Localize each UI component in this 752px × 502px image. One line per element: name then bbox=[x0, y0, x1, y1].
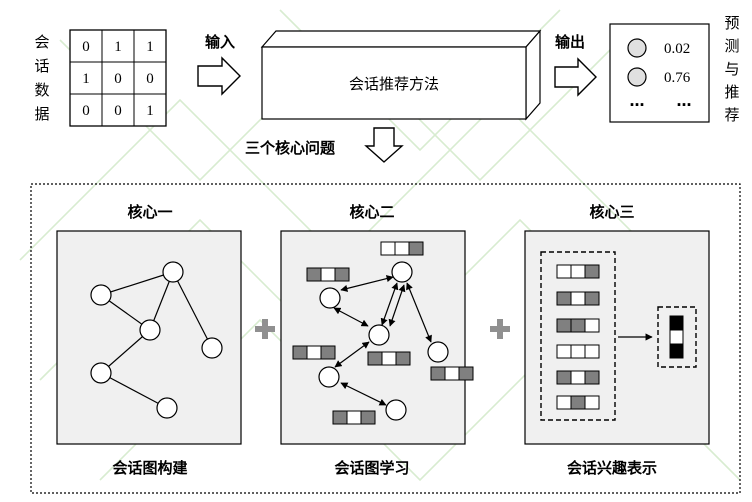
svg-text:数: 数 bbox=[34, 81, 49, 99]
matrix-cell: 1 bbox=[146, 103, 154, 119]
method-label: 会话推荐方法 bbox=[349, 75, 439, 93]
svg-text:与: 与 bbox=[724, 60, 739, 78]
prediction-value: 0.76 bbox=[664, 70, 691, 86]
matrix-cell: 0 bbox=[82, 39, 90, 55]
panel-caption-2: 会话图学习 bbox=[334, 459, 409, 477]
ellipsis: … bbox=[630, 92, 645, 110]
svg-text:话: 话 bbox=[34, 57, 49, 75]
graph-node bbox=[139, 319, 161, 341]
panel-interest-representation bbox=[524, 230, 710, 445]
svg-text:据: 据 bbox=[34, 105, 49, 123]
session-matrix: 0 1 1 1 0 0 0 0 1 bbox=[69, 29, 167, 127]
embedding-vector bbox=[556, 395, 600, 410]
prediction-box: 0.02 0.76 … … bbox=[609, 23, 710, 123]
down-arrow-icon bbox=[364, 127, 404, 163]
graph-node bbox=[90, 362, 112, 384]
svg-text:荐: 荐 bbox=[724, 106, 739, 124]
graph-node bbox=[156, 397, 178, 419]
matrix-cell: 1 bbox=[114, 39, 122, 55]
matrix-cell: 0 bbox=[114, 71, 122, 87]
embedding-vector bbox=[367, 351, 411, 366]
graph-node bbox=[318, 366, 340, 388]
graph-node bbox=[385, 399, 407, 421]
panel-title-1: 核心一 bbox=[127, 203, 172, 221]
graph-node bbox=[319, 287, 341, 309]
item-circle bbox=[627, 67, 647, 87]
matrix-cell: 0 bbox=[82, 103, 90, 119]
panel-caption-3: 会话兴趣表示 bbox=[567, 459, 657, 477]
graph-node bbox=[90, 284, 112, 306]
plus-icon bbox=[490, 319, 510, 339]
svg-text:会: 会 bbox=[34, 33, 49, 51]
graph-node bbox=[368, 324, 390, 346]
core-frame bbox=[30, 183, 741, 494]
session-data-label: 会 话 数 据 bbox=[34, 33, 49, 123]
ellipsis: … bbox=[677, 92, 692, 110]
session-interest-vector bbox=[669, 315, 684, 359]
output-arrow-icon bbox=[554, 57, 597, 97]
embedding-vector bbox=[556, 264, 600, 279]
panel-caption-1: 会话图构建 bbox=[112, 459, 188, 477]
embedding-vector bbox=[556, 370, 600, 385]
matrix-cell: 0 bbox=[146, 71, 154, 87]
prediction-value: 0.02 bbox=[664, 41, 690, 57]
panel-graph-learning bbox=[280, 230, 474, 445]
graph-node bbox=[391, 261, 413, 283]
embedding-vector bbox=[292, 345, 336, 360]
embedding-vector bbox=[306, 267, 350, 282]
core-problems-label: 三个核心问题 bbox=[245, 139, 336, 157]
embedding-vector bbox=[332, 410, 376, 425]
item-circle bbox=[627, 38, 647, 58]
output-label: 输出 bbox=[555, 33, 585, 51]
input-arrow-icon bbox=[197, 56, 241, 96]
embedding-vector bbox=[430, 366, 474, 381]
method-box: 会话推荐方法 bbox=[260, 29, 542, 121]
plus-icon bbox=[255, 319, 275, 339]
embedding-vector bbox=[556, 291, 600, 306]
predict-recommend-label: 预 测 与 推 荐 bbox=[724, 14, 739, 124]
svg-text:预: 预 bbox=[724, 14, 739, 32]
matrix-cell: 1 bbox=[82, 71, 90, 87]
svg-text:推: 推 bbox=[724, 83, 739, 101]
input-label: 输入 bbox=[205, 33, 235, 51]
panel-graph-construction bbox=[56, 230, 242, 445]
matrix-cell: 1 bbox=[146, 39, 154, 55]
panel-title-2: 核心二 bbox=[349, 203, 394, 221]
graph-node bbox=[201, 337, 223, 359]
panel-title-3: 核心三 bbox=[589, 203, 634, 221]
svg-text:测: 测 bbox=[724, 37, 739, 55]
embedding-vector bbox=[556, 344, 600, 359]
graph-node bbox=[427, 341, 449, 363]
graph-node bbox=[162, 261, 184, 283]
embedding-vector bbox=[556, 318, 600, 333]
embedding-vector bbox=[380, 241, 424, 256]
matrix-cell: 0 bbox=[114, 103, 122, 119]
